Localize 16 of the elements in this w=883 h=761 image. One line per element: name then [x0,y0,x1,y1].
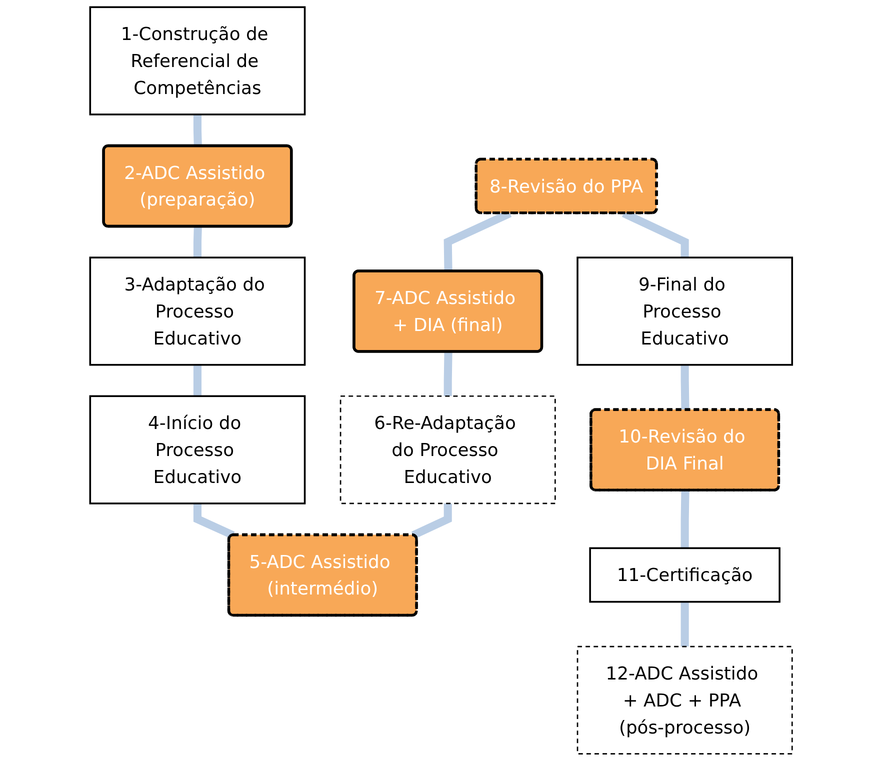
connector [194,226,202,258]
node-box: 4-Início do Processo Educativo [90,395,306,504]
node-box: 3-Adaptação do Processo Educativo [90,256,306,366]
connector [681,364,690,410]
connector [681,490,690,548]
connector [194,364,202,396]
connector [681,602,690,647]
node-box: 11-Certificação [590,547,781,603]
connector [444,352,453,396]
node-box: 9-Final do Processo Educativo [576,256,794,366]
connector [194,503,236,539]
connector [194,114,202,146]
node-box: 1-Construção de Referencial de Competências [90,6,306,116]
connector [412,503,452,539]
node-box: 6-Re-Adaptação do Processo Educativo [340,395,556,504]
node-box: 12-ADC Assistido + ADC + PPA (pós-processo) [577,646,794,754]
